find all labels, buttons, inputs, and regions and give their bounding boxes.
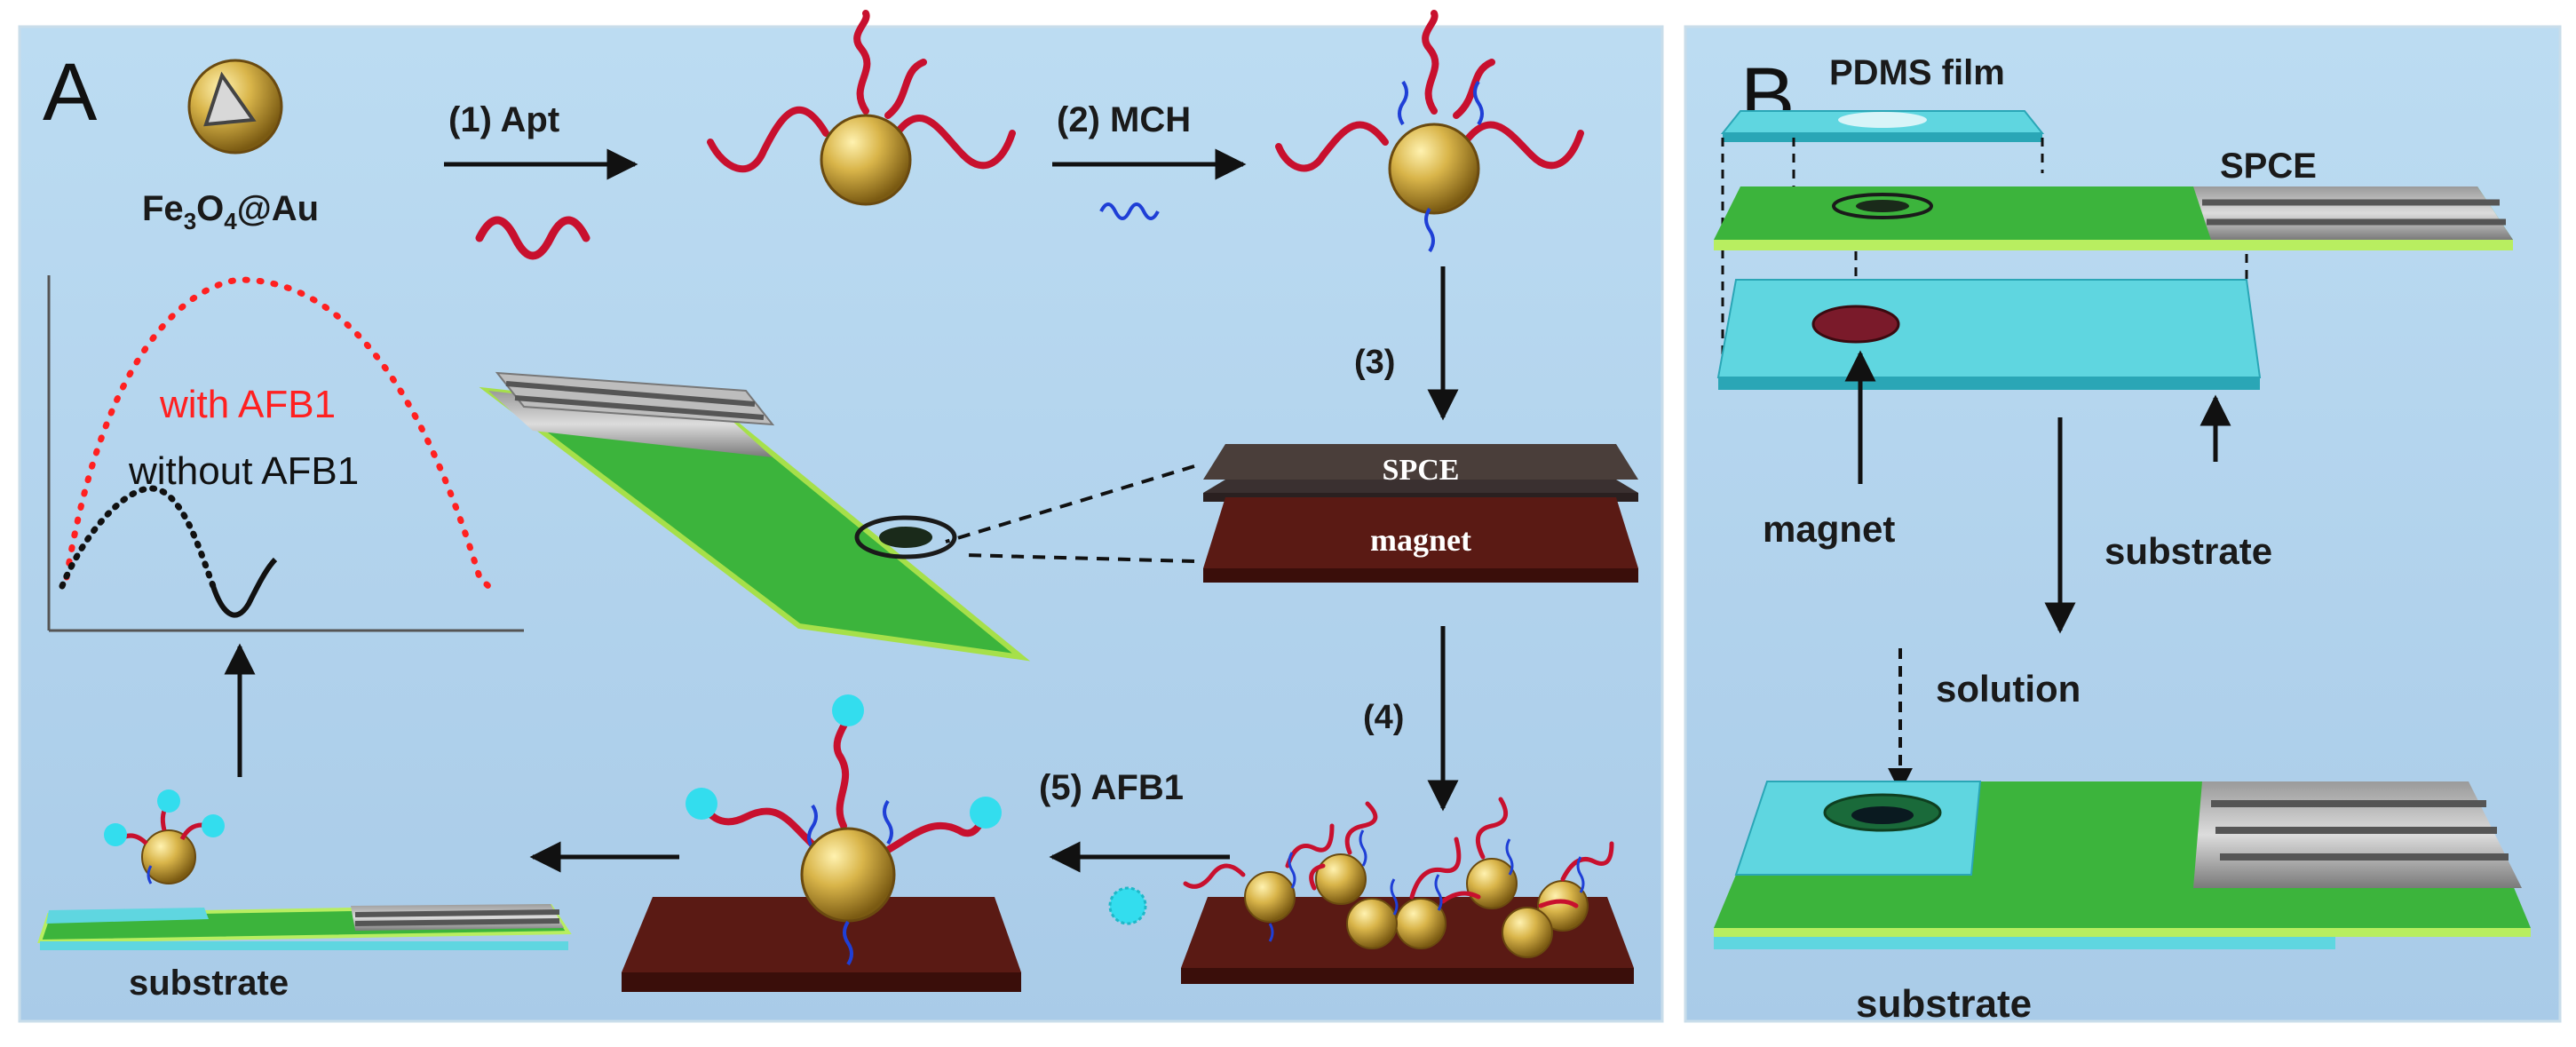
magnet-with-particles	[1181, 797, 1634, 984]
magnet-label: magnet	[1370, 522, 1471, 558]
tilted-electrode	[479, 371, 1031, 662]
magnet-with-captured-particle	[622, 694, 1021, 992]
assembled-device	[1714, 781, 2531, 949]
particle-with-aptamers	[707, 10, 1016, 206]
magnet-label-b: magnet	[1763, 508, 1895, 550]
without-afb1-trough	[210, 557, 278, 618]
particle-with-aptamers-mch	[1275, 10, 1584, 253]
solution-label: solution	[1936, 668, 2081, 710]
panel-b: B PDMS film SPCE	[1684, 25, 2562, 1026]
pdms-film-label: PDMS film	[1829, 53, 2005, 92]
with-afb1-label: with AFB1	[159, 383, 336, 426]
spce-electrode	[1714, 186, 2513, 250]
substrate-label-b-mid: substrate	[2104, 530, 2272, 572]
step1-label: (1) Apt	[448, 100, 559, 139]
bottom-left-electrode	[37, 789, 572, 950]
fe3o4-au-particle	[187, 59, 283, 155]
magnet-block	[1203, 497, 1638, 568]
step3-label: (3)	[1354, 344, 1395, 381]
afb1-molecule-icon	[1108, 886, 1147, 925]
spce-label: SPCE	[1383, 454, 1460, 487]
step4-label: (4)	[1363, 699, 1404, 736]
step5-label: (5) AFB1	[1039, 768, 1184, 807]
aptamer-icon	[475, 216, 590, 260]
panel-a-letter: A	[43, 47, 98, 138]
signal-plot: with AFB1 without AFB1	[47, 275, 524, 632]
with-afb1-curve	[63, 276, 496, 594]
substrate-plate	[1716, 279, 2262, 390]
spce-label-b: SPCE	[2220, 147, 2317, 186]
step2-label: (2) MCH	[1057, 100, 1191, 139]
without-afb1-label: without AFB1	[128, 449, 359, 493]
substrate-label-b-bottom: substrate	[1856, 982, 2032, 1026]
without-afb1-curve	[59, 485, 217, 590]
particle-label: Fe3O4@Au	[142, 189, 319, 234]
panel-a: A Fe3O4@Au (1) Apt (2) MCH	[18, 10, 1664, 1023]
spce-block	[1203, 480, 1638, 493]
substrate-label-a: substrate	[129, 964, 289, 1003]
mch-icon	[1099, 202, 1160, 220]
pdms-film	[1720, 110, 2045, 142]
